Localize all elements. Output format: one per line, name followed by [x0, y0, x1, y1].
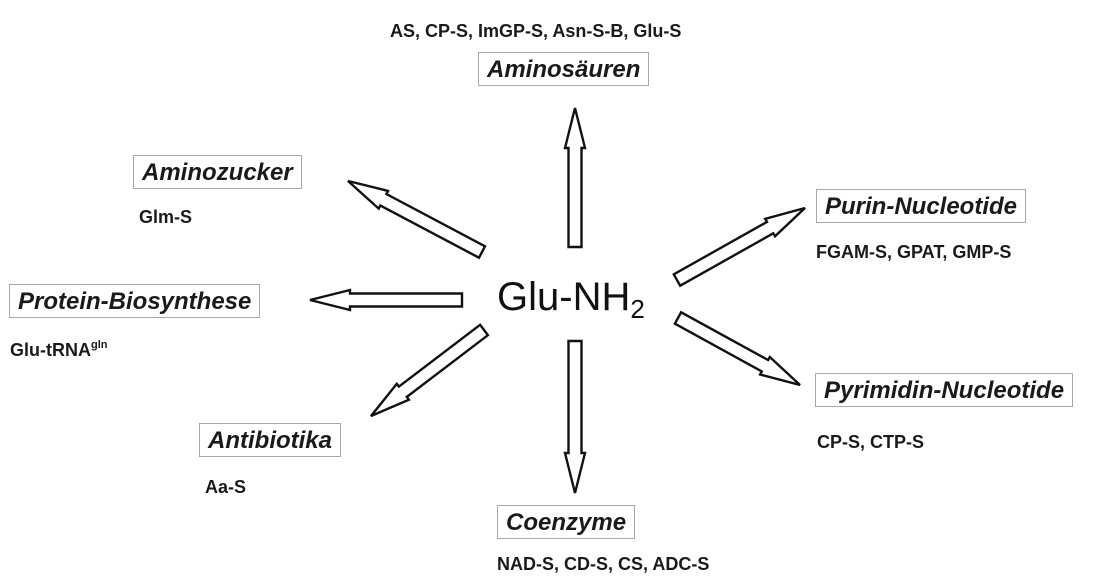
aminozucker-enzymes: Glm-S	[139, 207, 193, 227]
arrow-to-aminozucker	[347, 179, 487, 260]
arrow-to-pyrimidin-nucleotide	[673, 310, 801, 387]
center-compound: Glu-NH2	[497, 273, 645, 333]
arrow-to-purin-nucleotide	[672, 206, 806, 288]
protein-biosynthese-box: Protein-Biosynthese	[9, 284, 261, 318]
pyrimidin-nucleotide-box: Pyrimidin-Nucleotide	[815, 373, 1074, 407]
arrow-to-aminosaeuren	[563, 107, 587, 249]
pyrimidin-nucleotide-enzymes: CP-S, CTP-S	[817, 432, 925, 452]
purin-nucleotide-enzymes: FGAM-S, GPAT, GMP-S	[816, 242, 1012, 262]
protein-biosynthese-enzymes: Glu-tRNAgln	[10, 334, 107, 361]
coenzyme-enzymes: NAD-S, CD-S, CS, ADC-S	[497, 554, 710, 574]
aminosaeuren-box: Aminosäuren	[478, 52, 650, 86]
antibiotika-box: Antibiotika	[199, 423, 341, 457]
protein-enzyme-superscript: gln	[90, 339, 108, 351]
antibiotika-enzymes: Aa-S	[205, 477, 247, 497]
arrow-to-antibiotika	[370, 323, 490, 418]
arrow-to-protein-biosynthese	[309, 288, 464, 312]
center-compound-subscript: 2	[630, 294, 645, 324]
center-compound-base: Glu-NH	[497, 275, 631, 319]
purin-nucleotide-box: Purin-Nucleotide	[816, 189, 1027, 223]
protein-enzyme-text: Glu-tRNA	[10, 340, 91, 360]
arrow-to-coenzyme	[563, 339, 587, 494]
coenzyme-box: Coenzyme	[497, 505, 636, 539]
aminosaeuren-enzymes: AS, CP-S, ImGP-S, Asn-S-B, Glu-S	[390, 21, 682, 41]
aminozucker-box: Aminozucker	[133, 155, 302, 189]
